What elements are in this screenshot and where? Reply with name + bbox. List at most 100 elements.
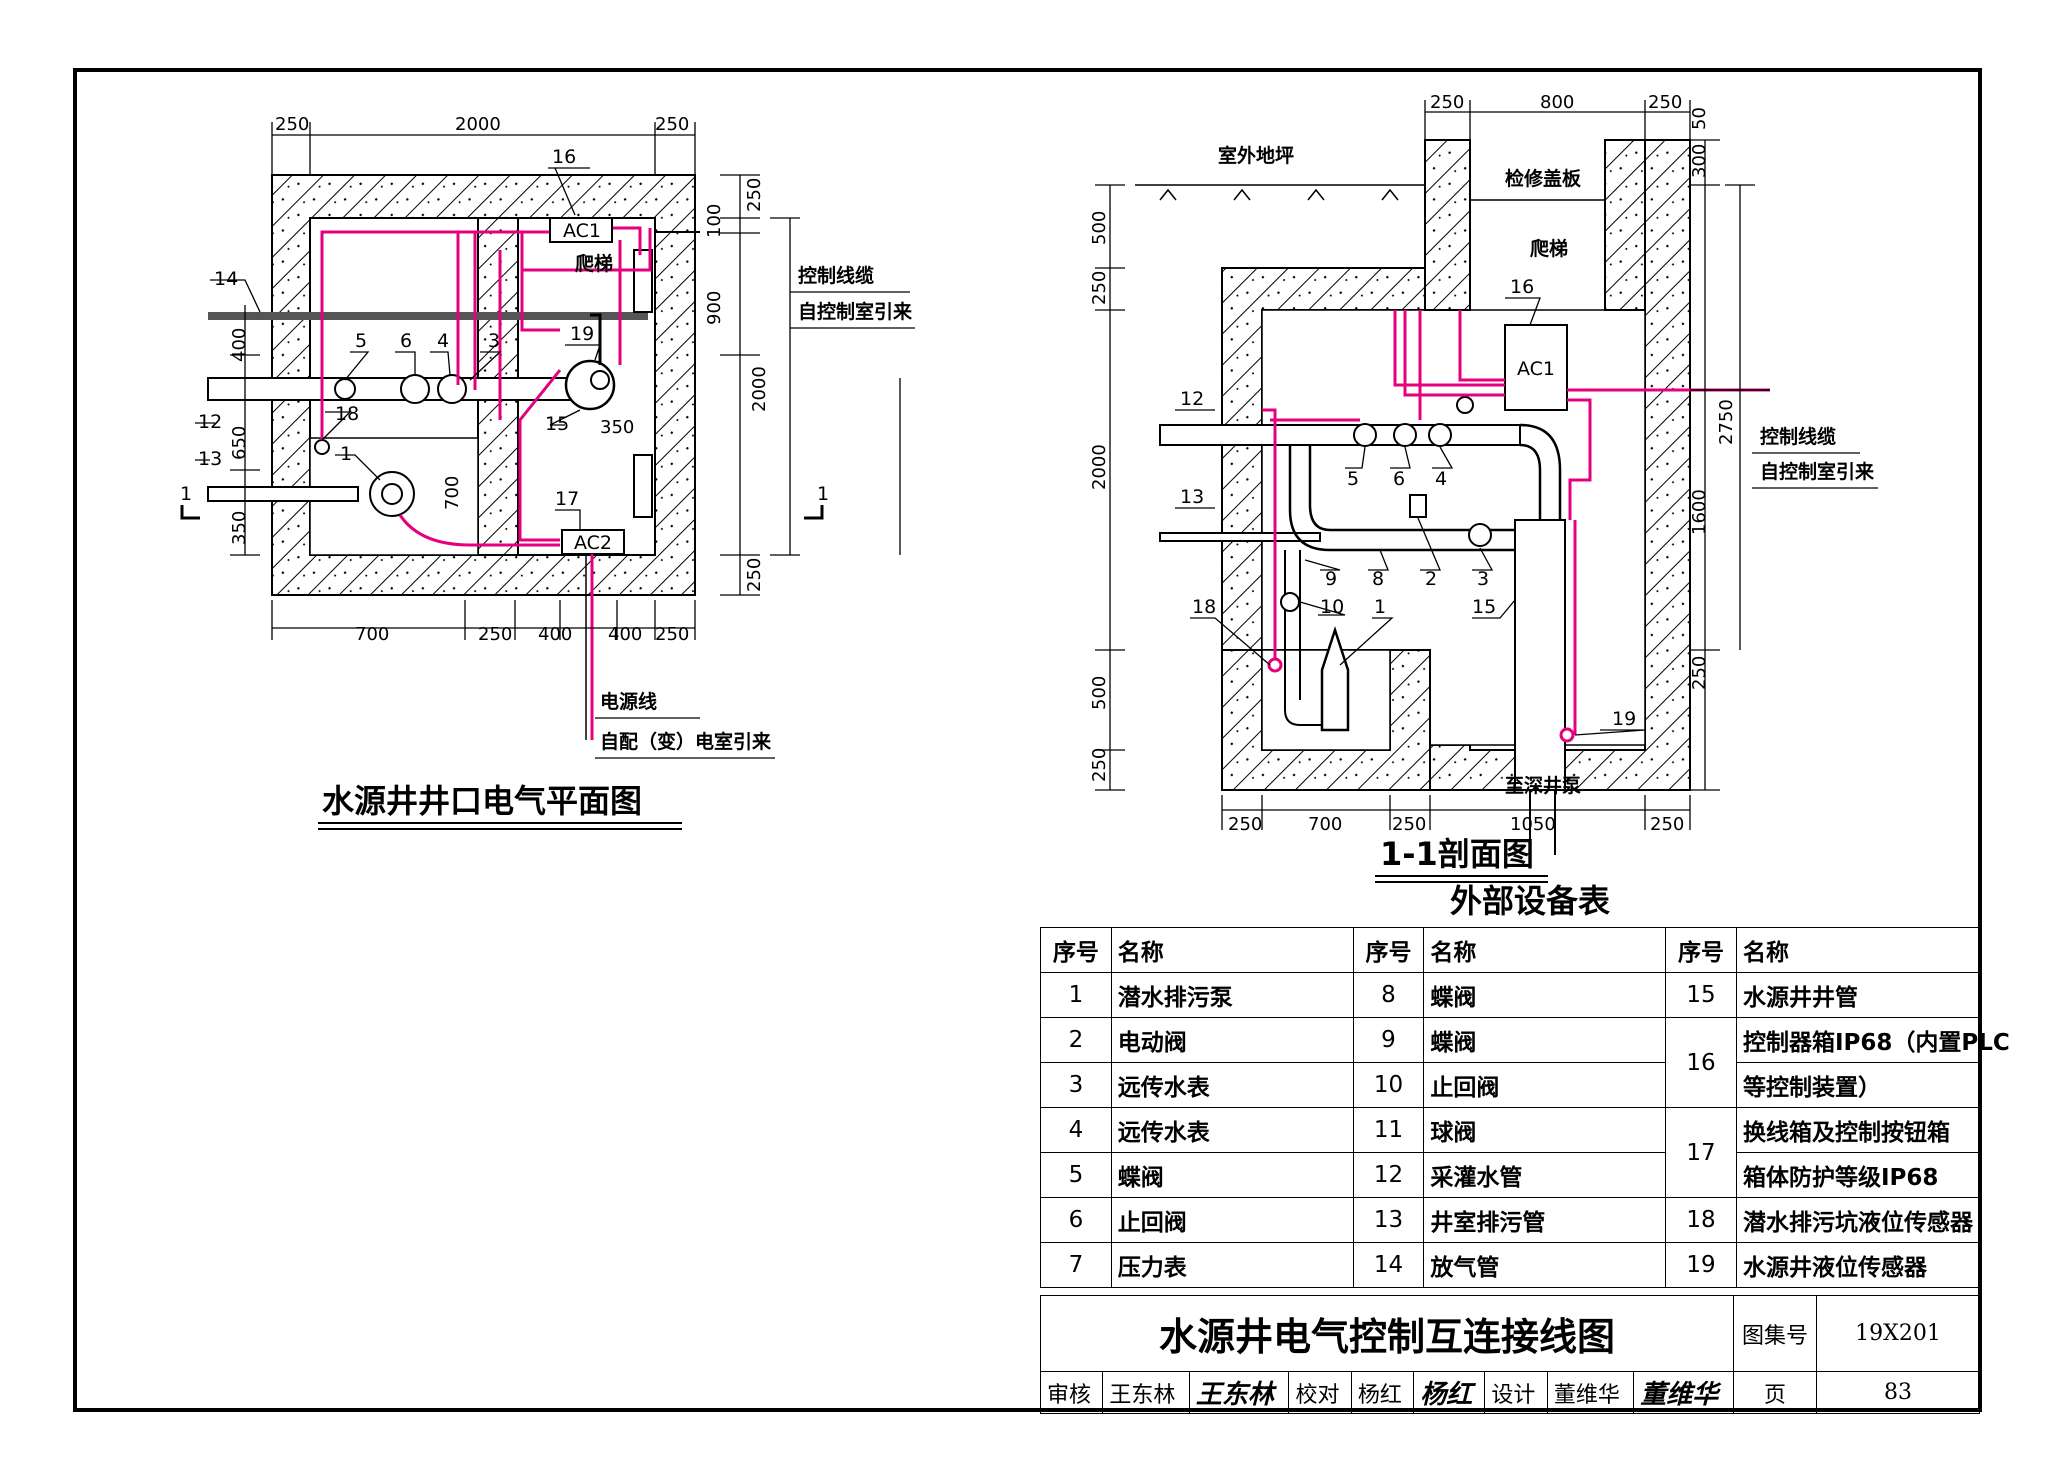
section-ladder-label: 爬梯 [1529, 237, 1568, 260]
section-dim-left-5: 250 [1089, 748, 1110, 782]
table-cell: 5 [1040, 1152, 1112, 1198]
section-dim-left-4: 500 [1089, 676, 1110, 710]
header-name-2: 名称 [1423, 927, 1667, 973]
section-dim-top-3: 250 [1648, 92, 1682, 113]
section-valve-10 [1280, 592, 1300, 612]
section-cables [1262, 310, 1770, 735]
plan-pipe-14 [208, 312, 648, 320]
plan-dim-right-2: 100 [704, 204, 725, 238]
table-cell: 3 [1040, 1062, 1112, 1108]
section-pipe-13 [1159, 532, 1321, 542]
table-cell: 16 [1665, 1017, 1737, 1108]
section-dim-bottom-3: 250 [1392, 814, 1426, 835]
header-no-1: 序号 [1040, 927, 1112, 973]
plan-callout-4: 4 [437, 330, 449, 352]
section-dim-right-2: 1600 [1689, 489, 1710, 535]
plan-section-mark-left [180, 505, 200, 520]
section-callout-4: 4 [1435, 468, 1447, 490]
plan-pipe-13 [207, 486, 359, 502]
reviewer-name: 王东林 [1102, 1371, 1190, 1414]
plan-dim-left-2: 650 [229, 426, 250, 460]
section-main-bend [1519, 423, 1562, 790]
plan-dim-bottom-3: 400 [538, 624, 572, 645]
plan-callout-15: 15 [545, 413, 569, 435]
table-cell: 14 [1352, 1242, 1425, 1288]
table-cell: 12 [1352, 1152, 1425, 1198]
section-dim-topright-1: 50 [1689, 107, 1710, 130]
table-cell: 远传水表 [1110, 1107, 1354, 1153]
table-cell: 止回阀 [1423, 1062, 1667, 1108]
plan-wellhead-core [590, 370, 610, 390]
section-dim-bottom-2: 700 [1308, 814, 1342, 835]
table-cell: 19 [1665, 1242, 1737, 1288]
table-cell: 蝶阀 [1423, 972, 1667, 1018]
section-dim-right-3: 250 [1689, 656, 1710, 690]
section-valve-5 [1353, 423, 1377, 447]
plan-valve-5 [334, 378, 356, 400]
plan-dim-bottom-2: 250 [478, 624, 512, 645]
section-callout-15: 15 [1472, 596, 1496, 618]
plan-ac1-box [549, 217, 613, 243]
design-label: 设计 [1484, 1371, 1548, 1414]
plan-riser-pipe [590, 313, 602, 365]
plan-callout-1: 1 [340, 443, 352, 465]
plan-ac2-label: AC2 [574, 532, 612, 554]
section-casing-15 [1514, 519, 1566, 791]
table-cell: 箱体防护等级IP68 [1735, 1152, 1981, 1198]
plan-pump-1 [369, 471, 415, 517]
section-callout-6: 6 [1393, 468, 1405, 490]
plan-ac1-label: AC1 [563, 220, 601, 242]
table-cell: 8 [1352, 972, 1425, 1018]
plan-ctrl-cable-text-2: 自控制室引来 [798, 300, 912, 323]
plan-callout-18: 18 [335, 403, 359, 425]
section-callout-2: 2 [1425, 568, 1437, 590]
page-number: 83 [1816, 1371, 1980, 1414]
plan-callout-16: 16 [552, 146, 576, 168]
plan-pump-1-core [381, 483, 403, 505]
table-cell: 潜水排污泵 [1110, 972, 1354, 1018]
plan-dim-left-1: 400 [229, 328, 250, 362]
plan-ctrl-cable-underline [790, 291, 915, 329]
plan-dim-lines [230, 122, 901, 640]
plan-section-label-right: 1 [817, 483, 829, 505]
section-valve-6 [1393, 423, 1417, 447]
section-pump-1 [1320, 625, 1350, 732]
section-gauge [1456, 396, 1474, 414]
plan-cables [320, 226, 652, 547]
section-callout-5: 5 [1347, 468, 1359, 490]
plan-callout-17: 17 [555, 488, 579, 510]
table-cell: 压力表 [1110, 1242, 1354, 1288]
plan-ladder-label: 爬梯 [574, 252, 613, 275]
plan-power-text-1: 电源线 [600, 690, 657, 713]
plan-dim-top-1: 250 [275, 114, 309, 135]
header-no-3: 序号 [1665, 927, 1737, 973]
table-cell: 水源井井管 [1735, 972, 1981, 1018]
section-dim-lines [1095, 100, 1755, 830]
table-cell: 远传水表 [1110, 1062, 1354, 1108]
plan-ac2-box [561, 529, 625, 555]
section-shaft-walls [1424, 139, 1646, 311]
plan-dim-left-3: 350 [229, 511, 250, 545]
table-cell: 采灌水管 [1423, 1152, 1667, 1198]
table-cell: 水源井液位传感器 [1735, 1242, 1981, 1288]
section-dim-left-2: 250 [1089, 271, 1110, 305]
plan-callout-13: 13 [198, 448, 222, 470]
check-label: 校对 [1288, 1371, 1352, 1414]
plan-callout-12: 12 [198, 411, 222, 433]
plan-dim-top-2: 2000 [455, 114, 501, 135]
table-cell: 15 [1665, 972, 1737, 1018]
table-cell: 球阀 [1423, 1107, 1667, 1153]
table-cell: 放气管 [1423, 1242, 1667, 1288]
section-title-underline [1375, 875, 1548, 883]
table-cell: 1 [1040, 972, 1112, 1018]
plan-callout-5: 5 [355, 330, 367, 352]
section-dim-bottom-4: 1050 [1510, 814, 1556, 835]
table-cell: 10 [1352, 1062, 1425, 1108]
plan-title: 水源井井口电气平面图 [322, 782, 642, 820]
equipment-table-header: 序号 名称 序号 名称 序号 名称 [1040, 927, 1981, 973]
plan-ladder-2 [633, 454, 653, 518]
section-to-pump: 至深井泵 [1505, 774, 1581, 797]
section-ctrl-cable-underline [1752, 452, 1878, 489]
plan-sensor-18 [314, 439, 330, 455]
